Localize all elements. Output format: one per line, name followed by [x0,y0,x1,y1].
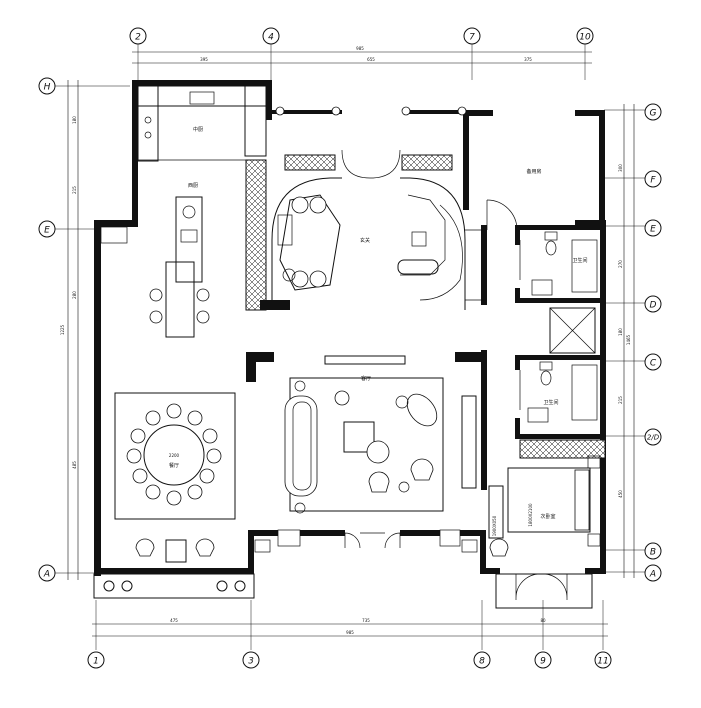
axis-label-right-A: A [649,570,656,580]
bathroom-lower: 卫生间 [519,361,598,423]
dim-bottom-1: 475 [170,618,178,623]
axis-label-right-2D: 2/D [647,434,660,442]
axis-label-bottom-1: 1 [93,657,99,667]
axis-label-top-7: 7 [469,33,475,43]
axis-label-right-E: E [650,225,656,235]
axis-label-left-H: H [44,83,51,93]
bathroom-upper: 卫生间 [519,231,598,296]
dim-top-2: 655 [367,57,375,62]
walls [94,80,606,576]
bedroom-balcony [495,573,593,609]
room-label-dining: 餐厅 [169,462,179,469]
round-table [143,424,205,486]
axis-label-left-A: A [43,570,50,580]
room-label-western-kitchen: 西厨 [188,183,198,189]
planter [234,580,246,592]
dim-left-total: 1225 [60,324,65,335]
kitchen: 中厨 [137,85,267,162]
bottom-openings [254,529,478,553]
western-kitchen: 西厨 [100,183,210,338]
dim-top-1: 395 [200,57,208,62]
dim-right-5: 450 [618,490,623,498]
axis-label-top-10: 10 [579,33,591,43]
lounge-chair [406,393,438,427]
axis-label-bottom-3: 3 [248,657,254,667]
spare-room: 备用房 [486,168,542,231]
dim-left-3: 280 [72,291,77,299]
axis-label-left-E: E [44,226,50,236]
island-counter [175,196,203,283]
axis-label-right-D: D [650,301,657,311]
axis-label-right-F: F [650,176,656,186]
terrace [93,573,255,599]
axis-label-right-G: G [650,109,657,119]
bedroom: 1800X2100 次卧室 1900X050 [488,455,601,557]
dim-right-3: 180 [618,328,623,336]
axis-label-right-C: C [650,359,657,369]
dim-top-3: 375 [524,57,532,62]
left-windows [95,239,100,541]
dim-left-4: 485 [72,461,77,469]
balcony-door [515,573,568,600]
bottom-axis-markers: 475 735 80 985 1 3 8 9 11 [87,600,612,669]
dim-bottom-total: 985 [346,630,354,635]
axis-label-top-2: 2 [135,33,141,43]
sink [189,91,215,105]
dim-bottom-2: 735 [362,618,370,623]
room-label-living: 客厅 [361,375,371,382]
left-axis-markers: H E A 1225 180 215 280 485 [38,77,130,582]
axis-label-top-4: 4 [268,33,274,43]
fireplace [324,355,406,365]
dim-top-total: 985 [356,46,364,51]
room-label-spare: 备用房 [526,168,541,175]
bed-size-label: 1800X2100 [528,503,533,527]
dim-right-2: 270 [618,260,623,268]
dining-room: 2200 餐厅 [114,392,236,563]
dim-right-total: 1465 [626,334,631,345]
planter [121,580,133,592]
dim-right-4: 215 [618,396,623,404]
axis-label-right-B: B [650,548,656,558]
dim-left-2: 215 [72,186,77,194]
wardrobe-size-label: 1900X050 [492,515,497,536]
bar-table [165,261,195,338]
planter [216,580,228,592]
axis-label-bottom-9: 9 [540,657,546,667]
foyer: 玄关 [271,106,485,310]
room-label-bathroom-lower: 卫生间 [543,399,558,406]
room-label-bathroom-upper: 卫生间 [572,257,587,264]
dining-table-size: 2200 [169,453,180,458]
room-label-foyer: 玄关 [360,237,370,244]
cooktop [180,229,198,243]
living-room: 客厅 [284,355,477,514]
dim-right-1: 300 [618,164,623,172]
room-label-bedroom: 次卧室 [540,513,555,520]
dim-bottom-3: 80 [540,618,546,623]
sofa [284,395,318,497]
top-axis-markers: 2 4 7 10 985 395 655 375 [129,27,594,80]
dim-left-1: 180 [72,116,77,124]
axis-label-bottom-11: 11 [597,657,608,667]
planter [103,580,115,592]
shaft [549,307,596,354]
axis-label-bottom-8: 8 [479,657,485,667]
right-axis-markers: 1465 300 270 180 215 450 G F E D C 2/D B… [604,103,662,582]
room-label-kitchen: 中厨 [193,126,203,133]
